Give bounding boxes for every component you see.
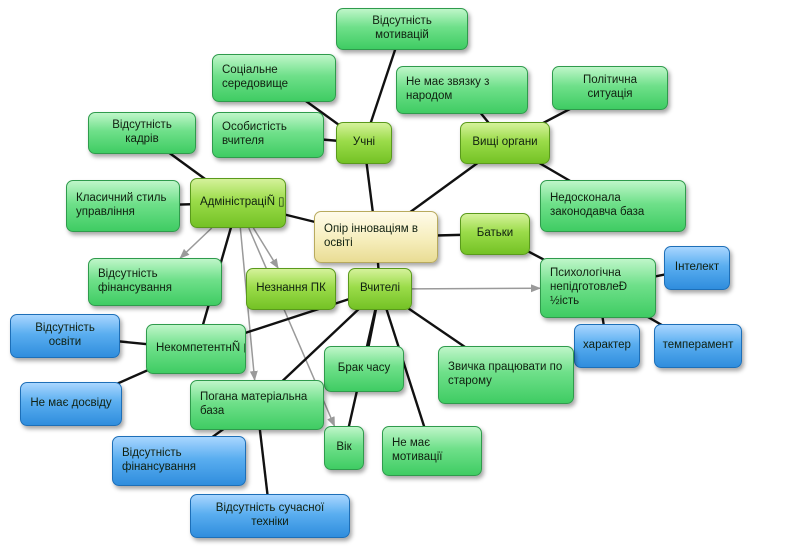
node-center-resistance[interactable]: Опір інноваціям в освіті — [314, 211, 438, 263]
node-lack-of-time[interactable]: Брак часу — [324, 346, 404, 392]
node-teachers[interactable]: Вчителі — [348, 268, 412, 310]
node-higher-authorities[interactable]: Вищі органи — [460, 122, 550, 164]
connector-admin-no_funding — [179, 227, 213, 259]
node-age[interactable]: Вік — [324, 426, 364, 470]
node-social-environment[interactable]: Соціальне середовище — [212, 54, 336, 102]
connector-teachers-psych — [411, 284, 541, 293]
node-parents[interactable]: Батьки — [460, 213, 530, 255]
connector-admin-pc_ignorance — [252, 227, 279, 269]
node-temperament[interactable]: темперамент — [654, 324, 742, 368]
node-no-motivation[interactable]: Не має мотивації — [382, 426, 482, 476]
node-lack-of-staff[interactable]: Відсутність кадрів — [88, 112, 196, 154]
node-poor-material-base[interactable]: Погана матеріальна база — [190, 380, 324, 430]
node-administration[interactable]: АдміністраціÑ ▯ — [190, 178, 286, 228]
node-political-situation[interactable]: Політична ситуація — [552, 66, 668, 110]
node-lack-of-funding-blue[interactable]: Відсутність фінансування — [112, 436, 246, 486]
node-lack-of-education[interactable]: Відсутність освіти — [10, 314, 120, 358]
node-no-contact-with-people[interactable]: Не має звязку з народом — [396, 66, 528, 114]
node-psychological-unpreparedness[interactable]: Психологічна непідготовлеÐ ½ість — [540, 258, 656, 318]
node-no-experience[interactable]: Не має досвіду — [20, 382, 122, 426]
node-incompetence[interactable]: НекомпетентнÑ ▯сть — [146, 324, 246, 374]
node-teacher-personality[interactable]: Особистість вчителя — [212, 112, 324, 158]
node-lack-of-motivation[interactable]: Відсутність мотивацій — [336, 8, 468, 50]
node-old-work-habit[interactable]: Звичка працювати по старому — [438, 346, 574, 404]
node-classic-management-style[interactable]: Класичний стиль управління — [66, 180, 180, 232]
node-character[interactable]: характер — [574, 324, 640, 368]
node-lack-of-funding[interactable]: Відсутність фінансування — [88, 258, 222, 306]
connector-teachers-no_motivation2 — [378, 288, 434, 452]
node-students[interactable]: Учні — [336, 122, 392, 164]
node-pc-ignorance[interactable]: Незнання ПК — [246, 268, 336, 310]
node-imperfect-legislation[interactable]: Недосконала законодавча база — [540, 180, 686, 232]
node-lack-of-modern-equipment[interactable]: Відсутність сучасної техніки — [190, 494, 350, 538]
node-intellect[interactable]: Інтелект — [664, 246, 730, 290]
